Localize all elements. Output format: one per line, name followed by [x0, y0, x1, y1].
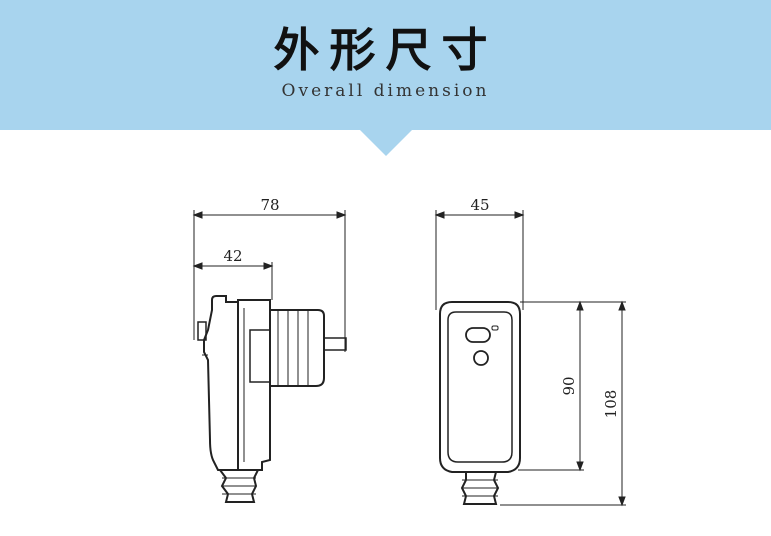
- arrow-108-top: [618, 300, 626, 311]
- page-subtitle: Overall dimension: [281, 81, 490, 101]
- front-cable-relief: [460, 471, 500, 505]
- header-notch: [360, 130, 412, 156]
- dim-label-45: 45: [470, 196, 489, 214]
- page-title: 外形尺寸: [273, 23, 498, 77]
- dim-label-78: 78: [260, 196, 279, 214]
- header-band: [0, 0, 771, 130]
- plug-collar: [249, 329, 271, 383]
- dim-label-90: 90: [560, 376, 578, 395]
- arrow-78-right: [336, 211, 347, 219]
- plug-pin: [323, 337, 347, 351]
- front-view: [434, 210, 626, 507]
- side-switch: [197, 321, 207, 341]
- arrow-42-left: [192, 262, 203, 270]
- arrow-90-bottom: [576, 461, 584, 472]
- arrow-78-left: [192, 211, 203, 219]
- arrow-45-right: [514, 211, 525, 219]
- reset-button: [473, 350, 489, 366]
- arrow-108-bottom: [618, 496, 626, 507]
- front-body: [439, 301, 521, 505]
- arrow-42-right: [263, 262, 274, 270]
- test-button: [465, 327, 491, 343]
- side-cable-relief: [218, 469, 260, 503]
- arrow-45-left: [434, 211, 445, 219]
- dim-label-108: 108: [602, 390, 620, 419]
- arrow-90-top: [576, 300, 584, 311]
- front-body-inner: [447, 311, 513, 463]
- front-body-outline: [439, 301, 521, 473]
- indicator-led: [491, 325, 499, 331]
- side-body-outline: [203, 295, 271, 471]
- side-body: [197, 295, 347, 503]
- header-pointer-shape: [360, 130, 412, 156]
- side-view: [192, 210, 347, 503]
- dim-label-42: 42: [223, 247, 242, 265]
